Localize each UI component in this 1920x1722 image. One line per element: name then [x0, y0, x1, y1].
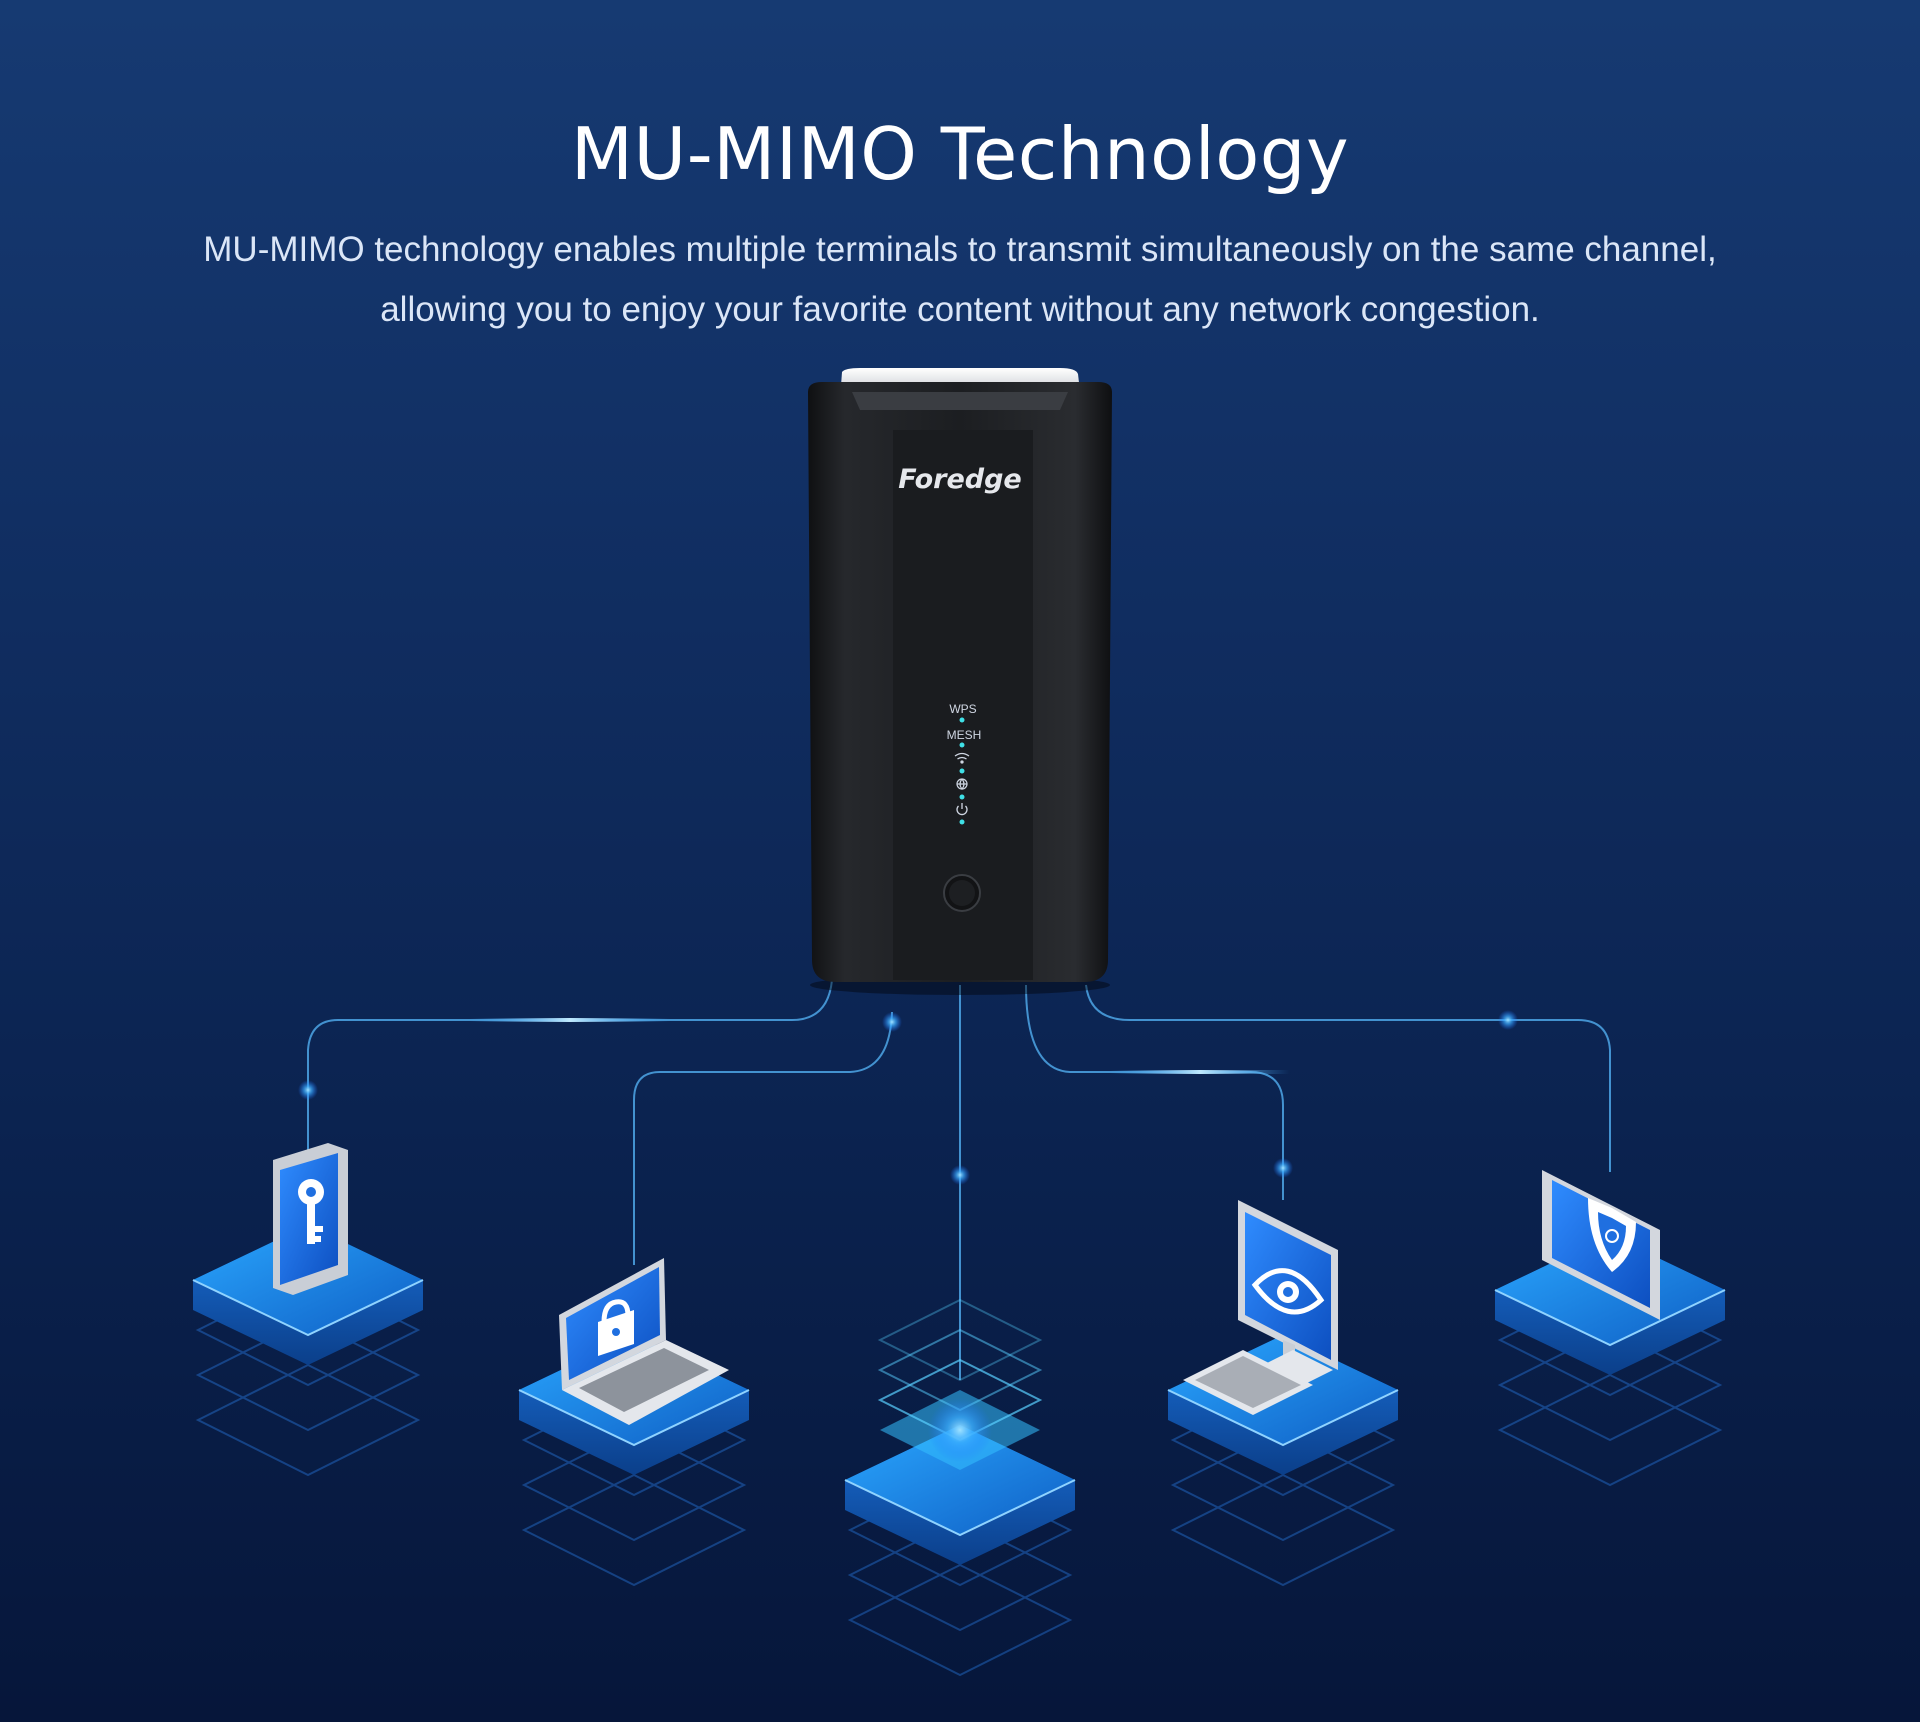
signal-glows: [298, 1010, 1518, 1185]
power-icon: [956, 803, 968, 816]
line-to-smartphone: [307, 979, 833, 1150]
line-to-tablet: [1085, 984, 1611, 1172]
led-label-mesh: MESH: [947, 728, 982, 742]
led-label-wps: WPS: [949, 702, 976, 716]
led-panel: WPS MESH: [947, 702, 982, 825]
router-brand-logo: Foredge: [898, 464, 1022, 495]
device-server: [844, 1298, 1076, 1677]
shield-icon: [1588, 1198, 1636, 1272]
lock-icon: [598, 1299, 634, 1356]
router: Foredge WPS MESH: [808, 368, 1112, 995]
device-laptop: [518, 1258, 750, 1587]
page-description: MU-MIMO technology enables multiple term…: [203, 230, 1717, 329]
device-desktop: [1167, 1200, 1399, 1587]
eye-icon: [1251, 1268, 1325, 1315]
device-smartphone: [192, 1143, 424, 1477]
smartphone-icon: [273, 1143, 348, 1295]
connection-lines: [307, 979, 1611, 1380]
wps-button[interactable]: [943, 874, 981, 912]
device-tablet: [1494, 1170, 1726, 1487]
laptop-icon: [559, 1258, 729, 1425]
line-to-desktop: [1025, 984, 1284, 1200]
tablet-icon: [1542, 1170, 1660, 1320]
server-rack-icon: [877, 1298, 1043, 1470]
desktop-monitor-icon: [1183, 1200, 1338, 1415]
page-title: MU-MIMO Technology: [570, 112, 1350, 196]
globe-icon: [956, 778, 968, 790]
key-icon: [298, 1179, 324, 1244]
line-to-laptop: [633, 1011, 893, 1265]
wifi-icon: [954, 752, 970, 764]
